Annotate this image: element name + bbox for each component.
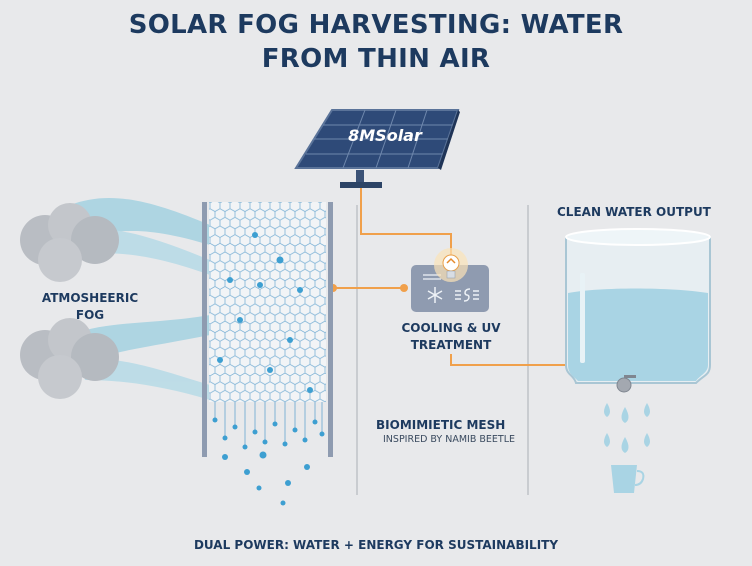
title-line-2: FROM THIN AIR — [261, 44, 491, 74]
fog-label: ATMOSHEERIC FOG — [41, 291, 139, 322]
output-label: CLEAN WATER OUTPUT — [557, 205, 711, 219]
biomimetic-mesh — [200, 200, 335, 510]
divider-left — [356, 205, 358, 495]
snowflake-icon — [427, 287, 443, 303]
uv-wave-icon — [455, 288, 479, 302]
fog-clouds-icon — [20, 197, 210, 400]
mesh-icon — [202, 202, 333, 506]
mesh-subtitle: INSPIRED BY NAMIB BEETLE — [383, 434, 515, 445]
title-line-1: SOLAR FOG HARVESTING: WATER — [128, 10, 624, 40]
page-title: SOLAR FOG HARVESTING: WATER FROM THIN AI… — [0, 8, 752, 76]
solar-panel-icon — [294, 109, 460, 188]
water-tank-icon — [565, 228, 711, 493]
solar-panel: 8MSolar — [288, 98, 478, 193]
solar-brand-label: 8MSolar — [348, 126, 422, 145]
lightbulb-icon — [434, 248, 468, 282]
mesh-title: BIOMIMIETIC MESH — [376, 418, 506, 432]
footer-text: DUAL POWER: WATER + ENERGY FOR SUSTAINAB… — [193, 538, 559, 552]
treatment-label: COOLING & UV TREATMENT — [401, 321, 501, 352]
divider-right — [527, 205, 529, 495]
